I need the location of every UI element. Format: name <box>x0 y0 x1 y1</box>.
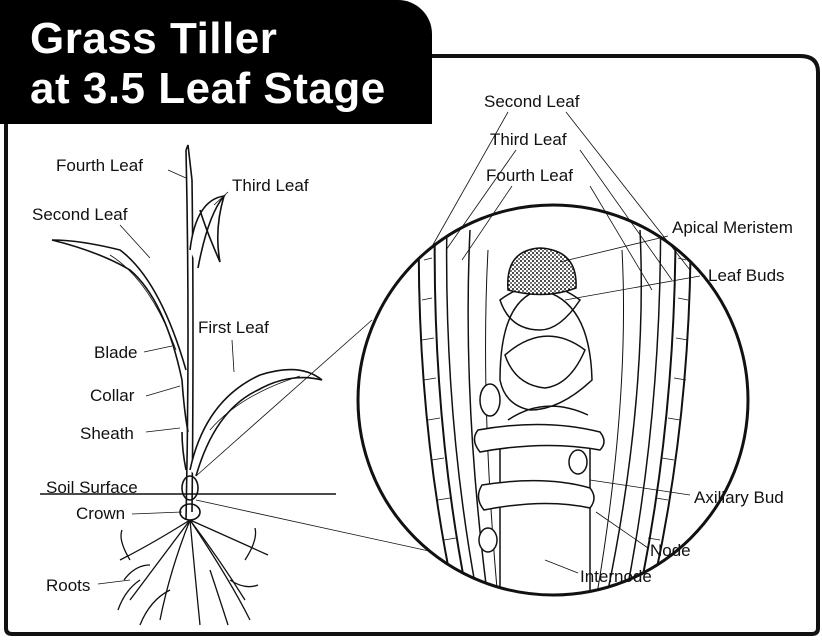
label-blade: Blade <box>94 343 137 363</box>
label-soil-surface: Soil Surface <box>46 478 138 498</box>
roots-drawing <box>118 520 268 625</box>
label-apical-meristem: Apical Meristem <box>672 218 793 238</box>
label-crown: Crown <box>76 504 125 524</box>
label-fourth-leaf: Fourth Leaf <box>56 156 143 176</box>
label-leaf-buds: Leaf Buds <box>708 266 785 286</box>
label-roots: Roots <box>46 576 90 596</box>
label-node: Node <box>650 541 691 561</box>
label-internode: Internode <box>580 567 652 587</box>
label-axillary-bud: Axillary Bud <box>694 488 784 508</box>
title-line-1: Grass Tiller <box>30 14 277 64</box>
title-banner: Grass Tiller at 3.5 Leaf Stage <box>0 0 432 124</box>
label-collar: Collar <box>90 386 134 406</box>
label-third-leaf: Third Leaf <box>232 176 309 196</box>
label-detail-third-leaf: Third Leaf <box>490 130 567 150</box>
label-first-leaf: First Leaf <box>198 318 269 338</box>
plant-drawing <box>52 145 322 520</box>
label-second-leaf: Second Leaf <box>32 205 127 225</box>
label-sheath: Sheath <box>80 424 134 444</box>
label-detail-fourth-leaf: Fourth Leaf <box>486 166 573 186</box>
label-detail-second-leaf: Second Leaf <box>484 92 579 112</box>
title-line-2: at 3.5 Leaf Stage <box>30 64 386 114</box>
